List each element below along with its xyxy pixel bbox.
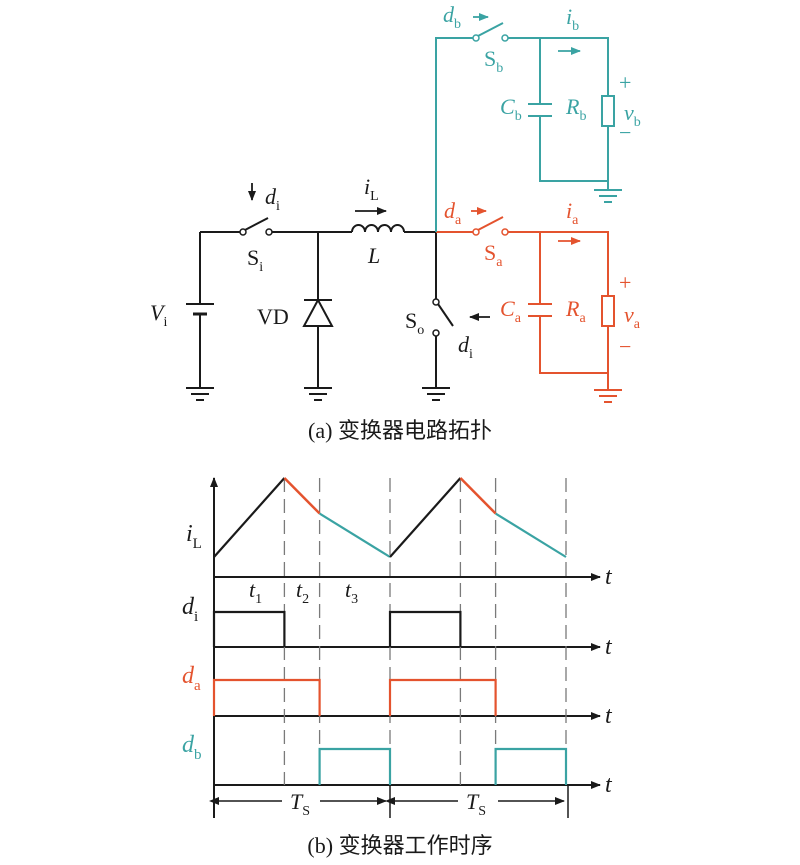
label-db: db (443, 2, 461, 32)
label-di-so: di (458, 332, 473, 362)
label-di-top: di (265, 184, 280, 214)
label-da: da (444, 198, 462, 228)
t-label-db: t (605, 772, 613, 798)
input-source (186, 232, 214, 388)
row-label-da: da (182, 663, 201, 694)
label-si: Si (247, 245, 263, 275)
row-label-il: iL (186, 521, 202, 552)
label-va-minus: − (619, 334, 631, 359)
label-l: L (367, 243, 380, 268)
da-pulse-1 (212, 678, 321, 716)
il-fall-a-segment (283, 477, 321, 515)
ground-symbol (186, 387, 214, 401)
db-pulse-2 (494, 747, 568, 785)
di-pulse-1 (212, 610, 286, 647)
label-vb: vb (624, 100, 641, 130)
timing-diagram: t t t t iL di da db t1 t2 t3 TS (182, 477, 613, 858)
row-label-db: db (182, 732, 202, 763)
interval-label-t3: t3 (345, 577, 358, 607)
label-va-plus: + (619, 270, 631, 295)
t-label-il: t (605, 564, 613, 590)
caption-b: (b) 变换器工作时序 (307, 833, 492, 858)
db-pulse-1 (318, 747, 392, 785)
branch-a (436, 207, 622, 403)
freewheel-diode (302, 232, 334, 401)
label-cb: Cb (500, 94, 522, 124)
interval-label-t1: t1 (249, 577, 262, 607)
label-ia: ia (566, 198, 579, 228)
il-fall-a-segment (459, 477, 497, 515)
label-vi: Vi (150, 300, 167, 330)
label-so: So (405, 308, 424, 338)
label-vb-minus: − (619, 120, 631, 145)
switch-si (239, 183, 273, 236)
da-pulse-2 (388, 678, 497, 716)
period-markers: TS TS (209, 785, 569, 819)
period-label-2: TS (466, 789, 486, 819)
label-ib: ib (566, 4, 579, 34)
label-il: iL (364, 174, 379, 204)
il-rise-segment (213, 477, 286, 558)
circuit-diagram: Vi Si di iL L VD So di da Sa ia Ca Ra va… (150, 2, 641, 443)
row-label-di: di (182, 594, 198, 625)
label-rb: Rb (565, 94, 586, 124)
di-pulse-2 (388, 610, 462, 647)
label-ca: Ca (500, 296, 522, 326)
label-vd: VD (257, 304, 289, 329)
t-label-di: t (605, 634, 613, 660)
t-label-da: t (605, 703, 613, 729)
label-ra: Ra (565, 296, 586, 326)
inductor (351, 207, 436, 233)
interval-markers (283, 478, 567, 785)
interval-label-t2: t2 (296, 577, 309, 607)
il-fall-b-segment (495, 512, 567, 558)
il-rise-segment (389, 477, 462, 558)
caption-a: (a) 变换器电路拓扑 (308, 418, 492, 443)
label-vb-plus: + (619, 70, 631, 95)
waveforms (212, 477, 568, 785)
il-fall-b-segment (319, 512, 391, 558)
branch-b (435, 13, 622, 232)
switch-so (422, 232, 490, 401)
label-sb: Sb (484, 46, 503, 76)
period-label-1: TS (290, 789, 310, 819)
label-sa: Sa (484, 240, 503, 270)
label-va: va (624, 302, 641, 332)
